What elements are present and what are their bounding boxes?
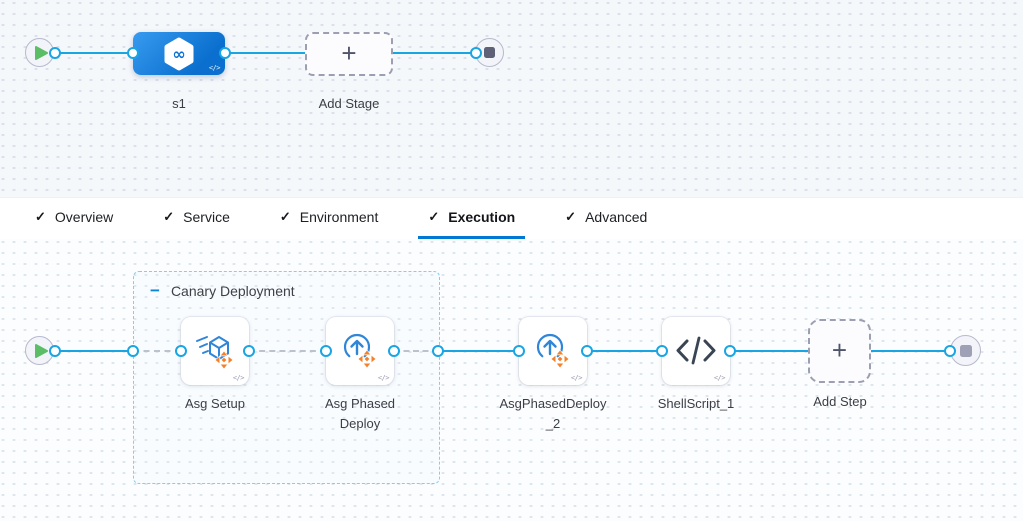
step-node-asg-setup[interactable]: </> bbox=[181, 317, 249, 385]
collapse-group-button[interactable]: − bbox=[150, 281, 160, 300]
connector-port[interactable] bbox=[127, 345, 139, 357]
tab-service[interactable]: ✓ Service bbox=[153, 198, 240, 239]
add-stage-label: Add Stage bbox=[318, 96, 380, 111]
connector-port[interactable] bbox=[432, 345, 444, 357]
connector-port[interactable] bbox=[49, 345, 61, 357]
group-title: Canary Deployment bbox=[170, 283, 295, 299]
connector-port[interactable] bbox=[320, 345, 332, 357]
step-name-label: Asg Setup bbox=[185, 396, 245, 411]
tab-label: Advanced bbox=[585, 209, 648, 225]
check-icon: ✓ bbox=[428, 209, 440, 224]
code-badge-icon: </> bbox=[232, 374, 245, 382]
connector-port[interactable] bbox=[175, 345, 187, 357]
asg-setup-icon bbox=[196, 336, 234, 370]
stage-graph-canvas[interactable]: ∞ </> + s1 Add Stage bbox=[0, 0, 1023, 197]
connector-port[interactable] bbox=[581, 345, 593, 357]
connector-port[interactable] bbox=[470, 47, 482, 59]
connector-port[interactable] bbox=[944, 345, 956, 357]
start-node bbox=[25, 38, 54, 67]
edge bbox=[40, 350, 133, 352]
play-icon bbox=[34, 343, 48, 358]
step-node-asg-phased-deploy[interactable]: </> bbox=[326, 317, 394, 385]
stage-name-label: s1 bbox=[172, 96, 186, 111]
tab-label: Overview bbox=[54, 209, 114, 225]
add-step-button[interactable]: + bbox=[808, 319, 871, 383]
tab-label: Environment bbox=[299, 209, 379, 225]
asg-phased-deploy-icon bbox=[343, 333, 377, 369]
tab-label: Service bbox=[183, 209, 230, 225]
connector-port[interactable] bbox=[127, 47, 139, 59]
connector-port[interactable] bbox=[656, 345, 668, 357]
plus-icon: + bbox=[341, 38, 357, 68]
edge bbox=[40, 52, 133, 54]
edge bbox=[730, 350, 808, 352]
tab-environment[interactable]: ✓ Environment bbox=[270, 198, 389, 239]
stop-icon bbox=[959, 344, 972, 357]
tab-label: Execution bbox=[448, 209, 516, 225]
edge bbox=[438, 350, 519, 352]
edge bbox=[225, 52, 305, 54]
connector-port[interactable] bbox=[219, 47, 231, 59]
deploy-stage-icon: ∞ bbox=[164, 37, 194, 70]
connector-port[interactable] bbox=[513, 345, 525, 357]
svg-text:∞: ∞ bbox=[172, 44, 185, 63]
asg-phased-deploy-icon bbox=[536, 333, 570, 369]
add-step-label: Add Step bbox=[813, 394, 867, 409]
check-icon: ✓ bbox=[163, 209, 175, 224]
tab-execution[interactable]: ✓ Execution bbox=[418, 198, 526, 239]
play-icon bbox=[34, 45, 48, 60]
check-icon: ✓ bbox=[279, 209, 291, 224]
code-badge-icon: </> bbox=[570, 374, 583, 382]
plus-icon: + bbox=[831, 335, 848, 365]
connector-port[interactable] bbox=[243, 345, 255, 357]
edge bbox=[393, 52, 476, 54]
edge-dashed bbox=[133, 350, 181, 352]
stop-icon bbox=[484, 47, 495, 58]
stage-config-tabbar: ✓ Overview ✓ Service ✓ Environment ✓ Exe… bbox=[0, 197, 1023, 239]
edge-dashed bbox=[394, 350, 438, 352]
connector-port[interactable] bbox=[724, 345, 736, 357]
add-stage-button[interactable]: + bbox=[305, 32, 393, 76]
step-name-label: AsgPhasedDeploy_2 bbox=[499, 396, 607, 431]
code-badge-icon: </> bbox=[377, 374, 390, 382]
connector-port[interactable] bbox=[49, 47, 61, 59]
code-badge-icon: </> bbox=[713, 374, 726, 382]
tab-advanced[interactable]: ✓ Advanced bbox=[555, 198, 657, 239]
tab-overview[interactable]: ✓ Overview bbox=[25, 198, 123, 239]
code-badge-icon: </> bbox=[208, 64, 221, 72]
step-name-label: ShellScript_1 bbox=[657, 396, 735, 411]
connector-port[interactable] bbox=[388, 345, 400, 357]
step-node-asg-phased-deploy-2[interactable]: </> bbox=[519, 317, 587, 385]
step-node-shellscript-1[interactable]: </> bbox=[662, 317, 730, 385]
shell-script-icon bbox=[676, 336, 716, 365]
edge bbox=[587, 350, 662, 352]
group-header: − Canary Deployment bbox=[150, 281, 295, 300]
edge-dashed bbox=[249, 350, 326, 352]
stage-node-s1[interactable]: ∞ </> bbox=[133, 32, 225, 75]
check-icon: ✓ bbox=[565, 209, 577, 224]
edge bbox=[871, 350, 950, 352]
step-name-label: Asg Phased Deploy bbox=[324, 396, 396, 431]
step-group-canary-deployment[interactable]: − Canary Deployment bbox=[133, 271, 440, 484]
check-icon: ✓ bbox=[35, 209, 46, 224]
